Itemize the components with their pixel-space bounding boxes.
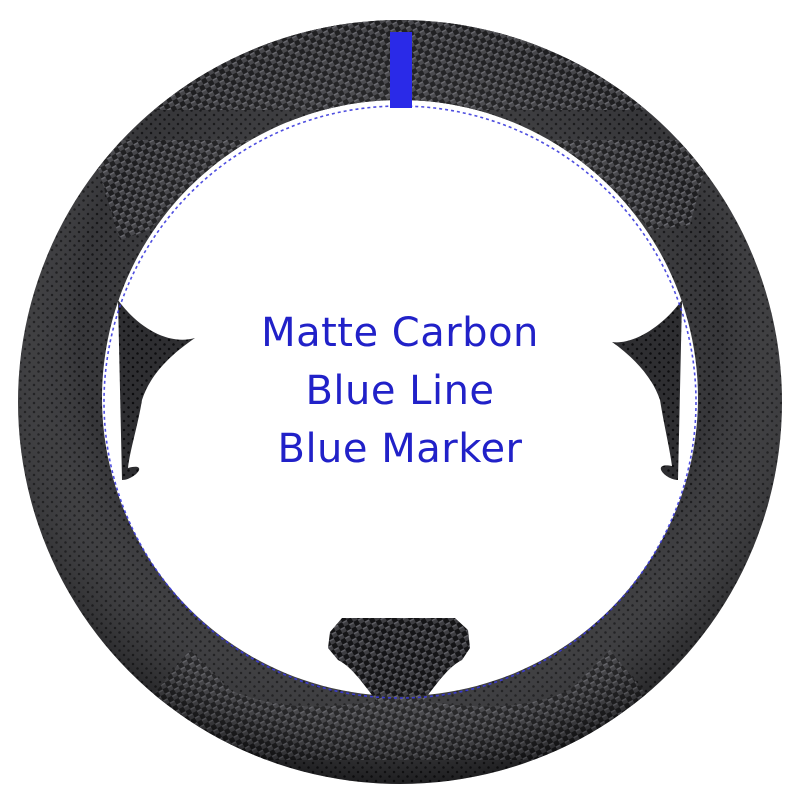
left-spoke-stub <box>118 300 195 480</box>
product-caption: Matte Carbon Blue Line Blue Marker <box>0 304 800 478</box>
caption-line-blue-marker: Blue Marker <box>277 426 523 472</box>
caption-line-matte-carbon: Matte Carbon <box>261 310 539 356</box>
blue-center-marker <box>390 32 412 108</box>
bottom-spoke-carbon <box>328 618 470 704</box>
right-spoke-stub <box>612 300 682 480</box>
caption-line-blue-line: Blue Line <box>305 368 495 414</box>
